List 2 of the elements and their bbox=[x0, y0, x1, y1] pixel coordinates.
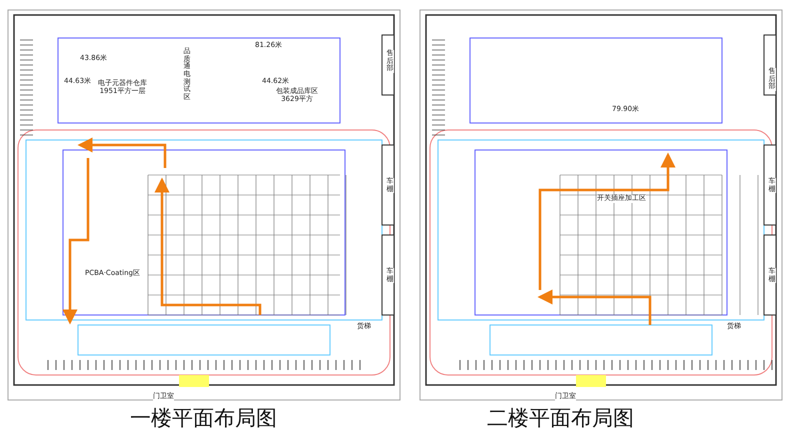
caption-text: 一楼平面布局图 bbox=[130, 407, 277, 430]
caption-text: 二楼平面布局图 bbox=[487, 407, 634, 430]
